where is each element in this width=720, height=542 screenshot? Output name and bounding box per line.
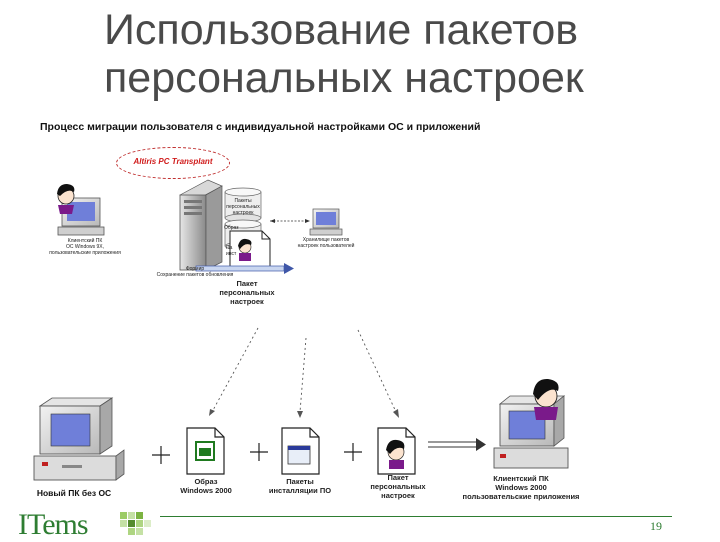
server-install-label: Па инст (226, 245, 240, 257)
sync-arrow (270, 219, 310, 223)
server-packages-label: Пакеты персональных настроек (225, 198, 261, 216)
final-client-pc-label-line: Клиентский ПК (493, 474, 549, 483)
diagram-subtitle: Процесс миграции пользователя с индивиду… (40, 121, 481, 133)
footer-divider (160, 516, 640, 517)
server-folder-label: Формир Сохранение пакетов обновления (150, 266, 240, 278)
final-client-pc-icon (493, 395, 569, 469)
top-package-label: Пакет персональных настроек (212, 279, 282, 306)
packages-database-icon (224, 187, 262, 223)
remote-pc-label: Хранилище пакетов настроек пользователей (288, 237, 364, 249)
remote-pc-icon (309, 208, 343, 236)
server-packages-label-line: настроек (232, 210, 254, 216)
final-client-pc-label-line: пользовательские приложения (462, 492, 580, 501)
top-package-label-line: персональных (219, 288, 275, 297)
server-image-label: Образ (224, 225, 239, 231)
new-pc-icon (33, 397, 125, 481)
new-pc-label: Новый ПК без ОС (36, 488, 112, 498)
image-label: Образ Windows 2000 (168, 477, 244, 495)
install-packages-label: Пакеты инсталляции ПО (258, 477, 342, 495)
top-package-label-line: настроек (230, 297, 264, 306)
settings-package-label-line: настроек (381, 491, 415, 500)
final-client-pc-label: Клиентский ПК Windows 2000 пользовательс… (446, 474, 596, 501)
settings-package-label-line: Пакет (387, 473, 409, 482)
install-packages-document-icon (281, 427, 320, 475)
server-install-label-line: Па (226, 245, 233, 251)
top-client-pc-label-line: ОС Windows 9X, (65, 244, 105, 250)
top-client-pc-label-line: пользовательские приложения (49, 250, 121, 256)
top-client-pc-label: Клиентский ПК ОС Windows 9X, пользовател… (30, 238, 140, 256)
flow-dashed-lines (209, 327, 399, 418)
top-client-pc-icon (57, 197, 105, 236)
title-line-1: Использование пакетов (104, 6, 579, 54)
server-install-label-line: инст (226, 251, 237, 257)
top-package-label-line: Пакет (236, 279, 258, 288)
logo-mark-icon (120, 512, 151, 535)
callout-label: Altiris PC Transplant (133, 157, 213, 166)
remote-pc-label-line: Хранилище пакетов (302, 237, 350, 243)
plus-signs (152, 443, 362, 464)
settings-package-label: Пакет персональных настроек (360, 473, 436, 500)
altiris-callout: Altiris PC Transplant (116, 147, 230, 179)
title-line-2: персональных настроек (104, 54, 584, 102)
settings-package-document-icon (377, 427, 416, 475)
server-folder-label-line: Сохранение пакетов обновления (156, 272, 234, 278)
page-number: 19 (640, 516, 672, 535)
final-client-pc-label-line: Windows 2000 (495, 483, 547, 492)
settings-package-label-line: персональных (370, 482, 426, 491)
image-label-line: Windows 2000 (180, 486, 232, 495)
install-packages-label-line: инсталляции ПО (268, 486, 332, 495)
top-user-avatar-icon (57, 184, 75, 214)
top-settings-document-icon (229, 230, 271, 271)
top-client-pc-label-line: Клиентский ПК (67, 238, 103, 244)
server-tower-icon (179, 179, 223, 271)
page-title: Использование пакетов персональных настр… (104, 6, 664, 102)
server-packages-label-line: Пакеты (234, 198, 252, 204)
install-packages-label-line: Пакеты (286, 477, 314, 486)
final-user-avatar-icon (533, 378, 559, 420)
image-document-icon (186, 427, 225, 475)
transfer-arrow (195, 263, 294, 274)
remote-pc-label-line: настроек пользователей (297, 243, 355, 249)
company-logo: ITems (18, 508, 89, 541)
server-folder-label-line: Формир (185, 266, 205, 272)
image-label-line: Образ (194, 477, 218, 486)
server-packages-label-line: персональных (226, 204, 260, 210)
result-arrow (428, 438, 486, 451)
